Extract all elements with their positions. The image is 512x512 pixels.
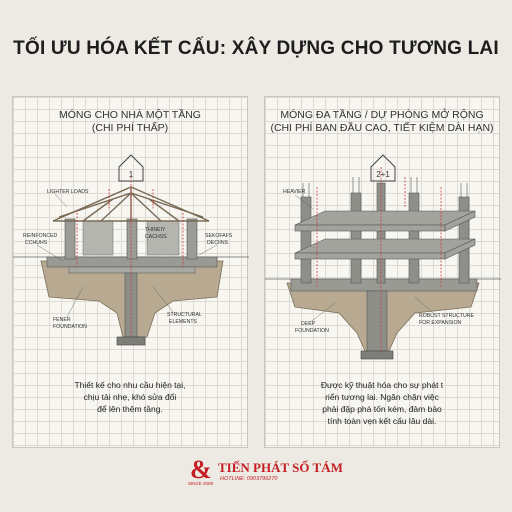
house-number: 1 xyxy=(129,170,134,179)
label-robust-line1: ROBUST STRUCTURE xyxy=(419,313,474,319)
multi-story-caption: Được kỹ thuật hóa cho sự phát t riển tươ… xyxy=(265,379,499,427)
label-lighter-loads: LIGHTER LOADS xyxy=(47,189,89,195)
multi-story-caption-line: Được kỹ thuật hóa cho sự phát t xyxy=(320,380,444,390)
brand-logo: & TIẾN PHÁT SỐ TÁM HOTLINE: 0903796270 S… xyxy=(188,456,368,488)
svg-text:&: & xyxy=(190,456,212,482)
house-icon: 2+1 xyxy=(370,154,396,182)
single-story-caption-line: chịu tải nhẹ, khó sửa đổi xyxy=(83,392,177,402)
wall-left xyxy=(64,218,76,260)
wall-panel-left xyxy=(82,220,114,256)
label-seniors-line1: SEKOFAFS xyxy=(205,233,233,239)
label-robust-line2: FOR EXPANSION xyxy=(419,320,462,326)
brand-since: SINCE 2009 xyxy=(188,481,214,486)
multi-story-caption-line: phải đập phá tốn kém, đảm bảo xyxy=(322,404,442,414)
multi-story-title-line1: MÓNG ĐA TẦNG / DỰ PHÒNG MỞ RỘNG xyxy=(280,109,484,121)
column-rebar xyxy=(302,177,468,197)
house-number: 2+1 xyxy=(376,170,390,179)
label-deep-line1: DEEP xyxy=(301,321,316,327)
pile-cap xyxy=(360,350,394,360)
deep-pile xyxy=(366,290,388,352)
leader-lines xyxy=(36,193,218,318)
single-story-caption-line: để lên thêm tầng. xyxy=(97,404,163,414)
label-structural-line1: STRUCTURAL xyxy=(167,312,202,318)
columns xyxy=(300,182,470,284)
label-deep-line2: FOUNDATION xyxy=(295,328,329,334)
multi-story-foundation-diagram: 2+1 xyxy=(265,154,501,360)
single-story-panel: MÓNG CHO NHÀ MỘT TẦNG (CHI PHÍ THẤP) 1 xyxy=(12,96,249,448)
single-story-panel-title: MÓNG CHO NHÀ MỘT TẦNG (CHI PHÍ THẤP) xyxy=(13,109,247,135)
multi-story-panel-title: MÓNG ĐA TẦNG / DỰ PHÒNG MỞ RỘNG (CHI PHÍ… xyxy=(265,109,499,135)
wall-right xyxy=(186,218,198,260)
single-story-title-line1: MÓNG CHO NHÀ MỘT TẦNG xyxy=(59,109,201,121)
single-story-caption-line: Thiết kế cho nhu cầu hiện tại, xyxy=(74,380,186,390)
label-structural-line2: ELEMENTS xyxy=(169,319,198,325)
single-story-foundation-diagram: 1 xyxy=(13,154,249,346)
label-fewer-line2: FOUNDATION xyxy=(53,324,87,330)
pile-cap xyxy=(116,336,146,346)
brand-name: TIẾN PHÁT SỐ TÁM xyxy=(218,460,343,475)
floor-slabs xyxy=(294,210,476,260)
multi-story-title-line2: (CHI PHÍ BAN ĐẦU CAO, TIẾT KIỆM DÀI HẠN) xyxy=(270,122,494,134)
wall-center xyxy=(126,218,138,260)
label-fewer-line1: FENER xyxy=(53,317,71,323)
brand-hotline: HOTLINE: 0903796270 xyxy=(220,476,278,482)
single-story-caption: Thiết kế cho nhu cầu hiện tại, chịu tải … xyxy=(13,379,247,415)
leader-lines xyxy=(294,194,434,324)
house-icon: 1 xyxy=(118,154,144,182)
label-thinner-line2: CACHSS xyxy=(145,234,167,240)
label-heavier: HEAVIER xyxy=(283,189,306,195)
multi-story-caption-line: riển tương lai. Ngăn chặn việc xyxy=(325,392,439,402)
label-reinforced-line2: CCHUHS xyxy=(25,240,48,246)
label-reinforced-line1: REINFONCED xyxy=(23,233,58,239)
single-story-title-line2: (CHI PHÍ THẤP) xyxy=(91,122,169,134)
label-thinner-line1: THINEIY xyxy=(145,227,166,233)
multi-story-panel: MÓNG ĐA TẦNG / DỰ PHÒNG MỞ RỘNG (CHI PHÍ… xyxy=(264,96,501,448)
wall-panel-right xyxy=(146,220,180,256)
rebar-grid xyxy=(68,266,196,274)
load-arrows xyxy=(316,167,442,351)
ampersand-logo-icon: & xyxy=(190,456,212,482)
multi-story-caption-line: tính toàn vẹn kết cấu lâu dài. xyxy=(327,416,437,426)
page-title: TỐI ƯU HÓA KẾT CẤU: XÂY DỰNG CHO TƯƠNG L… xyxy=(13,38,499,59)
label-seniors-line2: DECIINS xyxy=(207,240,229,246)
load-arrows xyxy=(76,177,184,337)
